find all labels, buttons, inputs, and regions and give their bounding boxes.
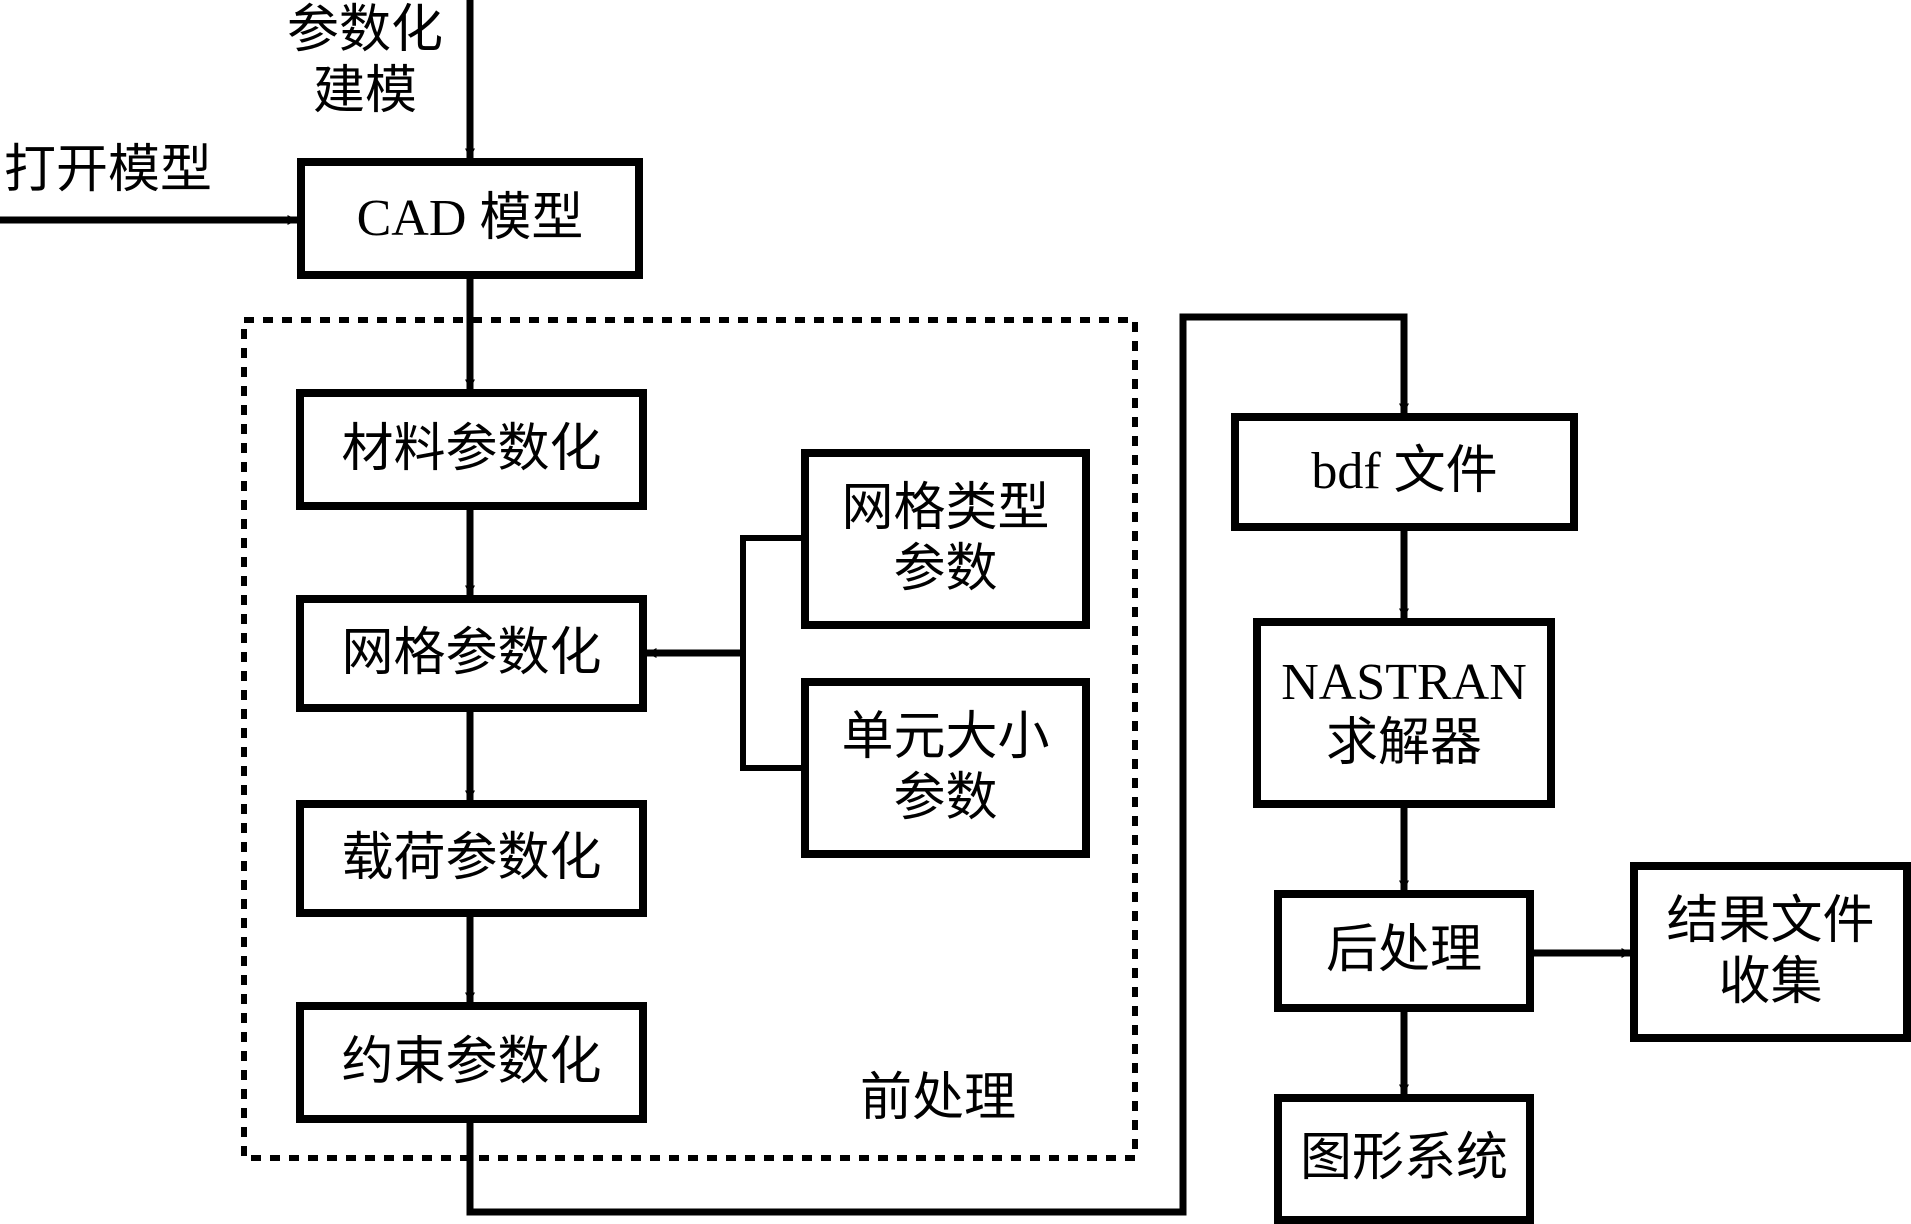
node-cad-model: CAD 模型 — [297, 158, 643, 279]
node-nastran-solver-line2: 求解器 — [1325, 715, 1482, 772]
node-constraint-param-label: 约束参数化 — [341, 1031, 602, 1092]
node-post-processing: 后处理 — [1274, 890, 1534, 1012]
preprocessing-group-border — [241, 317, 1138, 1161]
node-mesh-param: 网格参数化 — [296, 595, 647, 712]
node-result-collection-line1: 结果文件 — [1666, 890, 1875, 951]
input-parametric-modeling-line1: 参数化 — [286, 0, 443, 60]
node-cad-model-label: CAD 模型 — [356, 189, 584, 247]
node-element-size-param-line1: 单元大小 — [841, 706, 1050, 767]
node-load-param-label: 载荷参数化 — [341, 827, 602, 888]
input-parametric-modeling-line2: 建模 — [312, 61, 417, 122]
node-graphics-system-label: 图形系统 — [1299, 1128, 1508, 1189]
node-result-collection-line2: 收集 — [1718, 952, 1823, 1012]
node-result-collection: 结果文件 收集 — [1630, 862, 1911, 1042]
preprocessing-group-label: 前处理 — [860, 1068, 1017, 1128]
input-parametric-modeling: 参数化 建模 — [270, 0, 460, 123]
bracket-mesh-params — [740, 535, 802, 771]
node-element-size-param: 单元大小 参数 — [801, 678, 1090, 858]
node-mesh-param-label: 网格参数化 — [341, 622, 602, 683]
node-post-processing-label: 后处理 — [1325, 920, 1482, 981]
node-mesh-type-param: 网格类型 参数 — [801, 449, 1090, 629]
node-bdf-file: bdf 文件 — [1231, 413, 1578, 531]
node-material-param: 材料参数化 — [296, 389, 647, 510]
node-nastran-solver: NASTRAN 求解器 — [1253, 618, 1555, 808]
node-load-param: 载荷参数化 — [296, 800, 647, 917]
route-constraint-to-bdf — [466, 313, 1409, 1216]
node-nastran-solver-line1: NASTRAN — [1281, 653, 1527, 711]
input-open-model: 打开模型 — [4, 140, 213, 200]
node-mesh-type-param-line2: 参数 — [893, 539, 998, 599]
node-graphics-system: 图形系统 — [1274, 1094, 1534, 1224]
node-mesh-type-param-line1: 网格类型 — [841, 477, 1050, 538]
node-element-size-param-line2: 参数 — [893, 768, 998, 828]
node-constraint-param: 约束参数化 — [296, 1002, 647, 1123]
node-bdf-file-label: bdf 文件 — [1311, 443, 1498, 501]
node-material-param-label: 材料参数化 — [341, 418, 602, 479]
